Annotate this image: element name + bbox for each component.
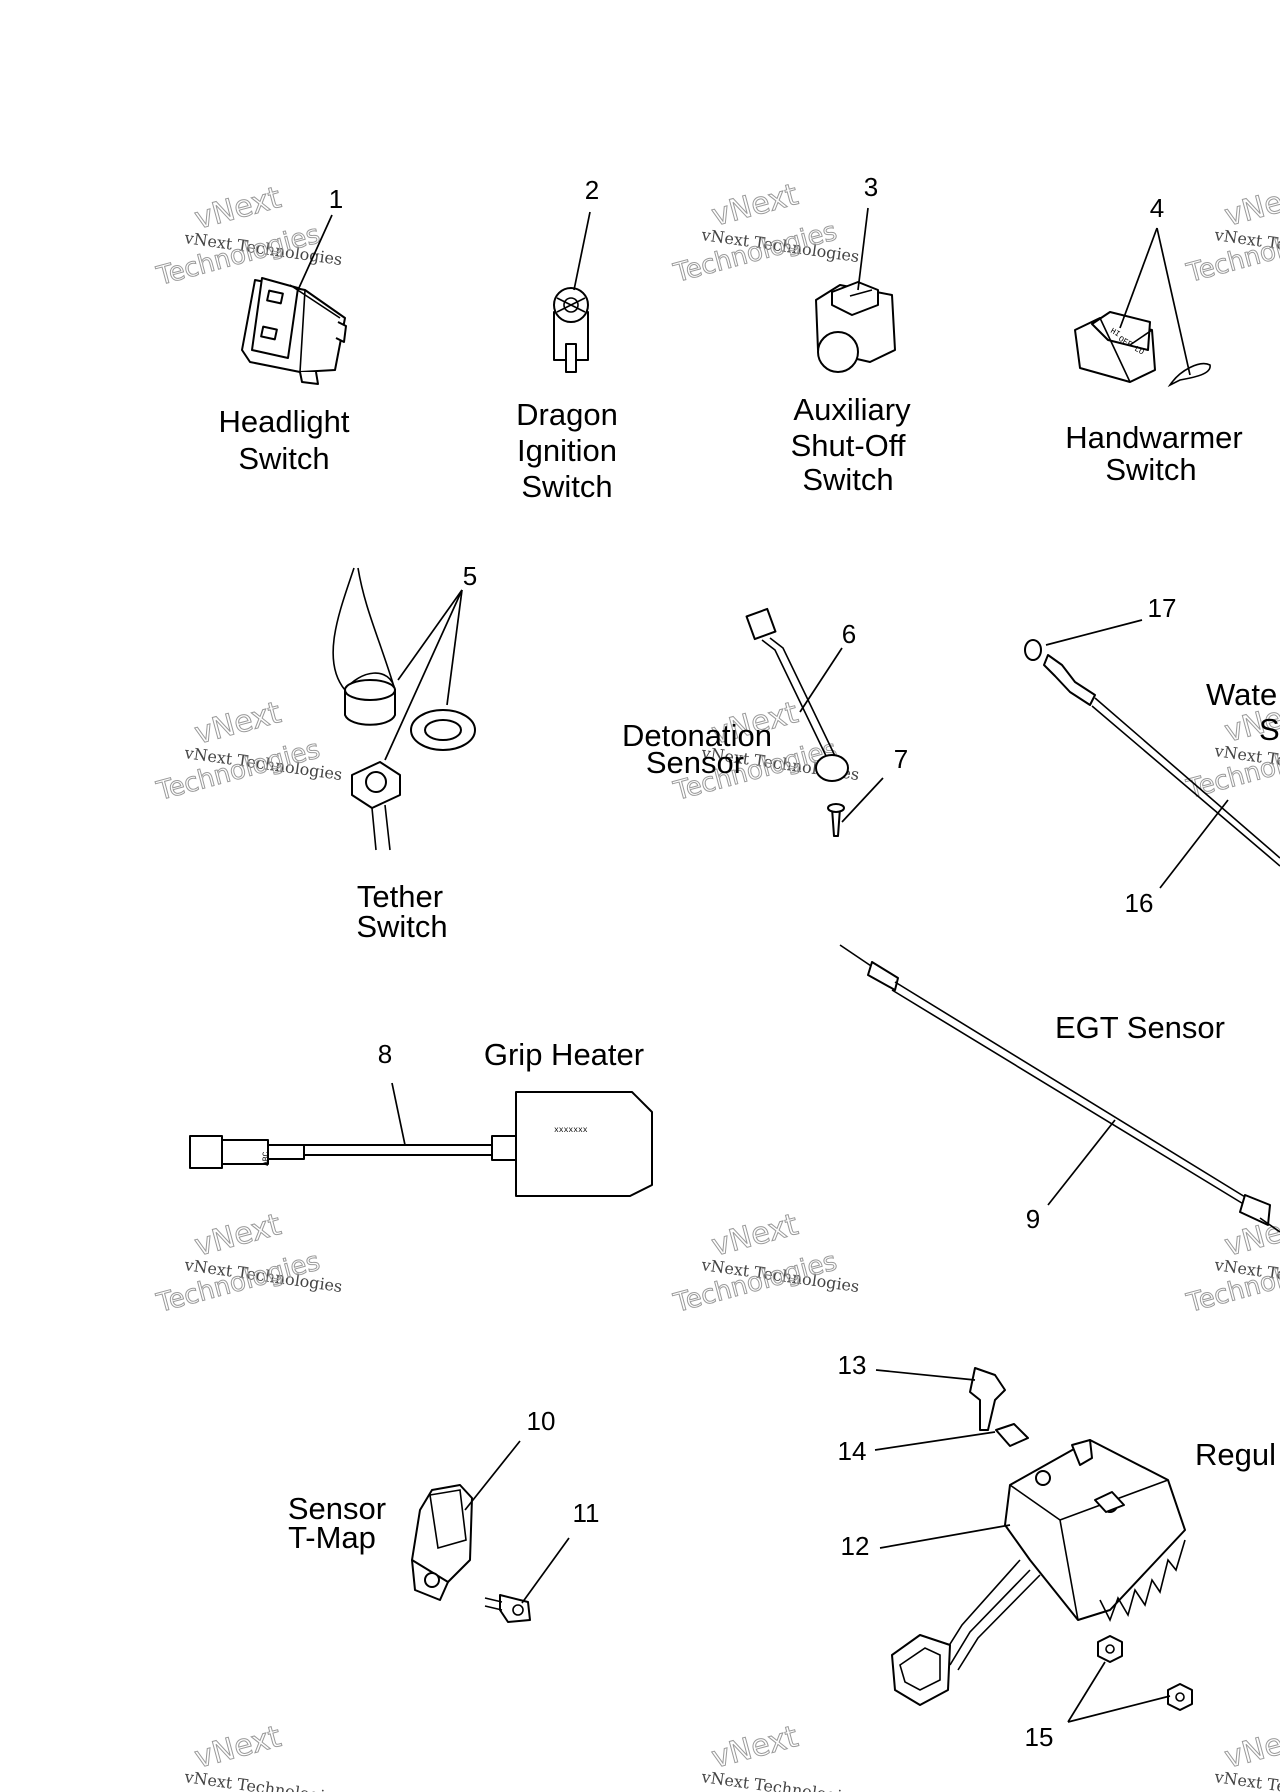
callout-7: 7 xyxy=(894,744,908,774)
leader-12 xyxy=(879,1524,1011,1549)
svg-text:xxxxxxx: xxxxxxx xyxy=(554,1126,588,1135)
callout-16: 16 xyxy=(1125,888,1154,918)
callout-4: 4 xyxy=(1150,193,1164,223)
aux-switch-label-1: Auxiliary xyxy=(793,392,911,427)
svg-text:LO: LO xyxy=(1133,345,1146,358)
svg-text:vNext: vNext xyxy=(191,1719,285,1776)
detonation-sensor-label-2: Sensor xyxy=(646,745,744,780)
leader-15b xyxy=(1067,1695,1171,1723)
regulator-illustration xyxy=(891,1367,1193,1711)
egt-sensor-label: EGT Sensor xyxy=(1055,1010,1225,1045)
callout-5: 5 xyxy=(463,561,477,591)
ignition-switch-label-2: Ignition xyxy=(517,433,617,468)
callout-11: 11 xyxy=(573,1498,600,1528)
leader-8 xyxy=(391,1082,406,1146)
svg-text:vNext: vNext xyxy=(1221,1719,1280,1776)
tether-switch-label-2: Switch xyxy=(356,909,447,944)
leader-14 xyxy=(874,1431,996,1451)
leader-11 xyxy=(521,1537,570,1604)
leader-3 xyxy=(857,207,869,291)
leader-2 xyxy=(573,211,591,291)
callout-1: 1 xyxy=(329,184,343,214)
watermark: vNext vNext Technologies xyxy=(182,1719,343,1792)
leader-10 xyxy=(464,1440,521,1511)
leader-16 xyxy=(1159,799,1229,889)
headlight-switch-label-2: Switch xyxy=(238,441,329,476)
callout-2: 2 xyxy=(585,175,599,205)
handwarmer-switch-label-1: Handwarmer xyxy=(1065,420,1242,455)
leader-15a xyxy=(1067,1661,1106,1723)
svg-text:vNext: vNext xyxy=(191,1207,285,1264)
detonation-sensor-label-1: Detonation xyxy=(622,718,772,753)
svg-text:HI: HI xyxy=(1109,327,1122,340)
watermark: vNext vNext Technologies xyxy=(1212,1719,1280,1792)
watermark: vNext vNext Technologies Technologies xyxy=(153,695,344,808)
leader-7 xyxy=(841,777,884,823)
leader-17 xyxy=(1045,619,1143,646)
svg-text:vNext Technologies: vNext Technologies xyxy=(182,1767,343,1792)
ignition-switch-illustration xyxy=(553,287,589,373)
headlight-switch-label-1: Headlight xyxy=(219,404,350,439)
leader-13 xyxy=(875,1369,976,1381)
svg-text:vNext Technologies: vNext Technologies xyxy=(1212,1767,1280,1792)
egt-sensor-illustration xyxy=(839,944,1280,1233)
leader-6 xyxy=(799,647,843,713)
svg-text:vNext Technologies: vNext Technologies xyxy=(699,1767,860,1792)
callout-14: 14 xyxy=(838,1436,867,1466)
watermark: vNext vNext Technologies Technologies xyxy=(670,177,861,290)
callout-13: 13 xyxy=(838,1350,867,1380)
ignition-switch-label-3: Switch xyxy=(521,469,612,504)
callout-15: 15 xyxy=(1025,1722,1054,1752)
callout-3: 3 xyxy=(864,172,878,202)
aux-switch-label-3: Switch xyxy=(802,462,893,497)
watermark: vNext vNext Technologies Technologies xyxy=(670,1207,861,1320)
handwarmer-switch-illustration: HI OFF LO xyxy=(1074,311,1211,388)
grip-heater-illustration: ABC xxxxxxx xyxy=(189,1091,653,1197)
tether-switch-illustration xyxy=(332,567,476,851)
callout-6: 6 xyxy=(842,619,856,649)
water-sensor-illustration xyxy=(1024,639,1280,867)
detonation-sensor-illustration xyxy=(745,607,849,837)
aux-switch-label-2: Shut-Off xyxy=(791,428,906,463)
tmap-sensor-illustration xyxy=(411,1484,531,1623)
tether-switch-label-1: Tether xyxy=(357,879,443,914)
water-sensor-label-1: Wate xyxy=(1206,677,1277,712)
leader-4b xyxy=(1156,227,1191,376)
svg-text:vNext: vNext xyxy=(191,695,285,752)
watermark: vNext vNext Technologies Technologies xyxy=(153,180,344,293)
svg-text:vNext: vNext xyxy=(1221,177,1280,234)
leader-5c xyxy=(384,589,463,761)
leader-1 xyxy=(297,214,333,291)
callout-10: 10 xyxy=(527,1406,556,1436)
svg-text:vNext: vNext xyxy=(708,1207,802,1264)
watermark: vNext vNext Technologies xyxy=(699,1719,860,1792)
callout-12: 12 xyxy=(841,1531,870,1561)
leader-5a xyxy=(397,589,463,681)
ignition-switch-label-1: Dragon xyxy=(516,397,618,432)
callout-8: 8 xyxy=(378,1039,392,1069)
svg-text:vNext: vNext xyxy=(708,177,802,234)
leader-9 xyxy=(1047,1119,1116,1206)
svg-text:vNext: vNext xyxy=(191,180,285,237)
leader-4a xyxy=(1119,227,1158,329)
svg-text:vNext: vNext xyxy=(708,1719,802,1776)
callout-9: 9 xyxy=(1026,1204,1040,1234)
tmap-sensor-label-1: Sensor xyxy=(288,1491,386,1526)
watermark: vNext vNext Technologies Technologies xyxy=(1183,177,1280,290)
leader-5b xyxy=(446,589,463,706)
regulator-label: Regul xyxy=(1195,1437,1276,1472)
callout-17: 17 xyxy=(1148,593,1177,623)
handwarmer-switch-label-2: Switch xyxy=(1105,452,1196,487)
tmap-sensor-label-2: T-Map xyxy=(288,1520,376,1555)
watermark: vNext vNext Technologies Technologies xyxy=(153,1207,344,1320)
svg-text:ABC: ABC xyxy=(262,1151,271,1166)
grip-heater-label: Grip Heater xyxy=(484,1037,644,1072)
water-sensor-label-2: S xyxy=(1259,712,1280,747)
auxiliary-shutoff-switch-illustration xyxy=(815,281,896,373)
headlight-switch-illustration xyxy=(241,277,347,385)
